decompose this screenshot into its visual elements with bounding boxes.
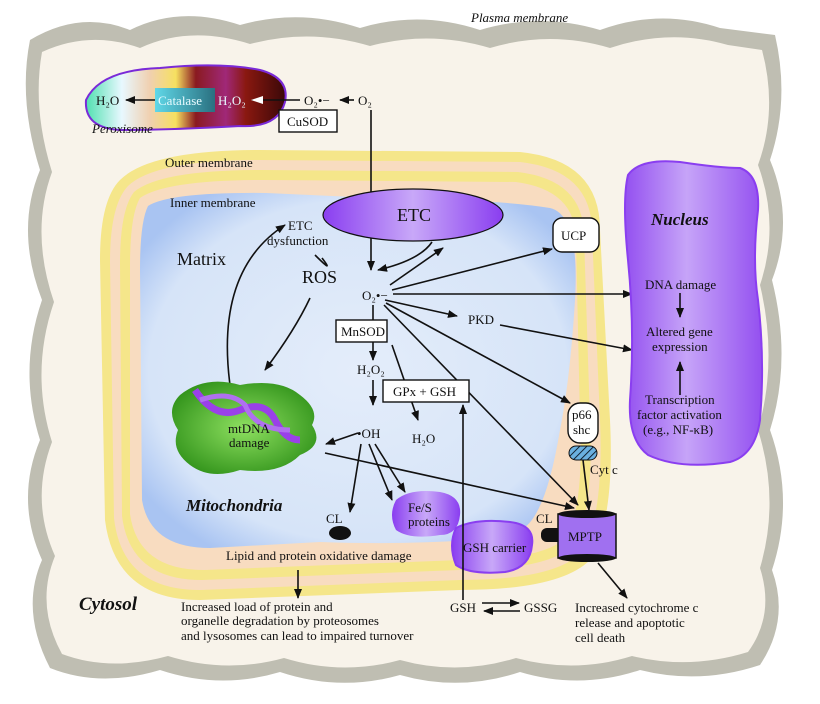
cytc-release-label-3: cell death bbox=[575, 630, 626, 645]
oxygen-label: O₂ bbox=[358, 93, 372, 108]
tf-label-2: factor activation bbox=[637, 407, 722, 422]
matrix-h2o-label: H₂O bbox=[412, 431, 435, 446]
mnsod-label: MnSOD bbox=[341, 324, 385, 339]
oh-to-cl-arrow bbox=[347, 443, 362, 513]
fes-proteins-blob bbox=[392, 491, 461, 537]
matrix-label: Matrix bbox=[177, 249, 226, 269]
cytosol-superoxide-label: O₂•− bbox=[304, 93, 330, 108]
catalase-label: Catalase bbox=[158, 93, 202, 108]
nucleus-label: Nucleus bbox=[650, 210, 709, 229]
fes-label-2: proteins bbox=[408, 514, 450, 529]
altered-gene-label-1: Altered gene bbox=[646, 324, 713, 339]
mnsod-box bbox=[335, 319, 388, 343]
cytc-release-label-2: release and apoptotic bbox=[575, 615, 685, 630]
dna-damage-label: DNA damage bbox=[645, 277, 716, 292]
catalase-block bbox=[155, 88, 215, 112]
hydroxyl-radical-label: •OH bbox=[357, 426, 380, 441]
ucp-label: UCP bbox=[561, 228, 586, 243]
outer-membrane-label: Outer membrane bbox=[165, 155, 253, 170]
etc-to-ros-line bbox=[314, 254, 328, 267]
peroxisome: H₂O Catalase H₂O₂ bbox=[84, 64, 287, 132]
nucleus bbox=[624, 160, 764, 466]
superoxide-to-mptp-arrow bbox=[383, 304, 579, 506]
etc-dysfunction-label-2: dysfunction bbox=[267, 233, 329, 248]
p66shc-box bbox=[567, 402, 599, 444]
mtdna-label-1: mtDNA bbox=[228, 421, 271, 436]
tf-label-1: Transcription bbox=[645, 392, 715, 407]
dna-strand-1 bbox=[192, 387, 301, 444]
ros-to-mtdna-arrow bbox=[264, 297, 311, 371]
p66-label-2: shc bbox=[573, 422, 591, 437]
pkd-label: PKD bbox=[468, 312, 494, 327]
gsh-carrier-label: GSH carrier bbox=[463, 540, 527, 555]
cusod-label: CuSOD bbox=[287, 114, 328, 129]
mptp-label: MPTP bbox=[568, 529, 602, 544]
gssg-label: GSSG bbox=[524, 600, 557, 615]
etc-label: ETC bbox=[397, 205, 431, 225]
cusod-box bbox=[278, 109, 338, 133]
plasma-membrane-label: Plasma membrane bbox=[470, 10, 568, 25]
pkd-to-gene-arrow bbox=[499, 324, 633, 353]
cl-left-marker bbox=[329, 526, 351, 540]
load-label-3: and lysosomes can lead to impaired turno… bbox=[181, 628, 414, 643]
mtdna-to-mptp-arrow bbox=[324, 452, 575, 510]
mitochondria-label: Mitochondria bbox=[185, 496, 283, 515]
mptp-cylinder bbox=[557, 513, 617, 559]
ucp-box bbox=[552, 217, 600, 253]
gsh-carrier-blob bbox=[451, 519, 534, 574]
cl-right-label: CL bbox=[536, 511, 553, 526]
tf-label-3: (e.g., NF-κB) bbox=[643, 422, 713, 437]
fes-label-1: Fe/S bbox=[408, 500, 432, 515]
altered-gene-label-2: expression bbox=[652, 339, 708, 354]
mtdna-to-etc-arrow bbox=[226, 224, 286, 386]
lipid-damage-label: Lipid and protein oxidative damage bbox=[226, 548, 412, 563]
dna-strand-2 bbox=[199, 393, 291, 433]
matrix-h2o2-label: H₂O₂ bbox=[357, 362, 385, 377]
mptp-top bbox=[558, 510, 616, 518]
gsh-label: GSH bbox=[450, 600, 476, 615]
p66-label-1: p66 bbox=[572, 407, 592, 422]
mptp-to-apoptosis-arrow bbox=[597, 562, 628, 599]
cytc-hatched-block bbox=[568, 445, 598, 461]
mptp-bottom bbox=[558, 554, 616, 562]
cytc-label: Cyt c bbox=[590, 462, 618, 477]
gpx-gsh-label: GPx + GSH bbox=[393, 384, 456, 399]
gpx-gsh-box bbox=[382, 379, 470, 403]
ros-label: ROS bbox=[302, 267, 337, 287]
oh-to-fes-arrow-1 bbox=[368, 443, 393, 501]
matrix-superoxide-label: O₂•− bbox=[362, 288, 388, 303]
cytc-to-mptp-arrow bbox=[582, 459, 592, 511]
superoxide-to-ucp-arrow bbox=[391, 247, 553, 291]
peroxisome-h2o-label: H₂O bbox=[96, 93, 119, 108]
cytosol-label: Cytosol bbox=[79, 594, 138, 615]
superoxide-to-pkd-arrow bbox=[384, 299, 458, 318]
inner-membrane-label: Inner membrane bbox=[170, 195, 256, 210]
cl-left-label: CL bbox=[326, 511, 343, 526]
oh-to-mtdna-arrow bbox=[325, 432, 359, 445]
etc-dysfunction-label-1: ETC bbox=[288, 218, 313, 233]
etc-complex bbox=[322, 188, 504, 242]
load-label-1: Increased load of protein and bbox=[181, 599, 333, 614]
superoxide-to-p66-arrow bbox=[385, 302, 571, 404]
superoxide-to-etc-arrow bbox=[389, 247, 444, 286]
peroxisome-label: Peroxisome bbox=[91, 121, 153, 136]
mtdna-label-2: damage bbox=[229, 435, 270, 450]
cytc-release-label-1: Increased cytochrome c bbox=[575, 600, 699, 615]
load-label-2: organelle degradation by proteosomes bbox=[181, 613, 379, 628]
peroxisome-h2o2-label: H₂O₂ bbox=[218, 93, 246, 108]
etc-to-superoxide-arrow bbox=[377, 241, 433, 272]
